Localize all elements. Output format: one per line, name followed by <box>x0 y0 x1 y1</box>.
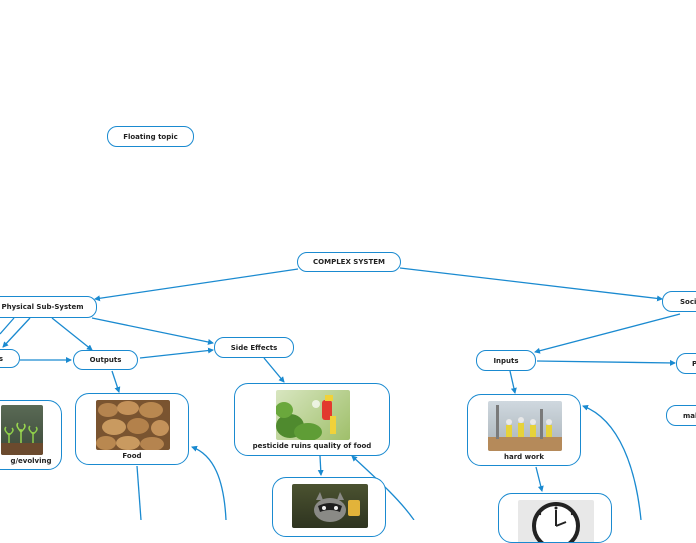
growing-card[interactable]: g/evolving <box>0 400 62 470</box>
root-topic-node[interactable]: COMPLEX SYSTEM <box>297 252 401 272</box>
inputs-label: Inputs <box>493 356 519 365</box>
right-p-partial-label: P <box>692 360 696 368</box>
link-physical-left2 <box>0 317 15 335</box>
hard-work-caption: hard work <box>504 453 544 461</box>
raccoon-card[interactable] <box>272 477 386 537</box>
food-card[interactable]: Food <box>75 393 189 465</box>
link-physical-sideeffects <box>91 317 214 345</box>
link-outputs-sideeffects <box>139 347 214 359</box>
outputs-label: Outputs <box>89 356 122 364</box>
link-physical-left <box>2 317 31 348</box>
pesticide-spray-image <box>276 390 350 440</box>
pesticide-card[interactable]: pesticide ruins quality of food <box>234 383 390 456</box>
root-topic-label: COMPLEX SYSTEM <box>313 258 385 266</box>
hard-work-card[interactable]: hard work <box>467 394 581 466</box>
left-partial-node[interactable]: s <box>0 349 20 368</box>
pesticide-caption: pesticide ruins quality of food <box>252 442 372 450</box>
social-subsystem-node[interactable]: Soci <box>662 291 696 312</box>
connection-layer <box>0 267 681 520</box>
physical-subsystem-node[interactable]: Physical Sub-System <box>0 296 97 318</box>
inputs-node[interactable]: Inputs <box>476 350 536 371</box>
outputs-node[interactable]: Outputs <box>73 350 138 370</box>
link-outputs-food <box>111 370 121 393</box>
food-caption: Food <box>122 452 142 460</box>
potatoes-image <box>96 400 170 450</box>
link-curve-hardwork <box>582 404 642 520</box>
link-pesticide-raccoon <box>317 455 324 476</box>
link-curve-pesticide <box>351 455 415 520</box>
physical-subsystem-label: Physical Sub-System <box>1 303 84 311</box>
link-root-physical <box>94 268 299 302</box>
clock-image <box>518 500 594 542</box>
social-subsystem-label: Soci <box>680 297 696 306</box>
side-effects-label: Side Effects <box>230 343 278 352</box>
link-physical-outputs <box>51 317 93 351</box>
link-food-down <box>136 465 142 520</box>
growing-caption: g/evolving <box>10 457 52 465</box>
link-social-inputs <box>534 313 681 354</box>
right-p-partial-node[interactable]: P <box>676 353 696 374</box>
link-sideeffects-pesticide <box>263 357 285 383</box>
left-partial-label: s <box>0 355 3 363</box>
link-curve-food <box>191 445 227 520</box>
seedlings-image <box>1 405 43 455</box>
side-effects-node[interactable]: Side Effects <box>214 337 294 358</box>
link-inputs-p <box>536 359 676 366</box>
right-mak-partial-label: mak <box>683 411 696 420</box>
raccoon-image <box>292 484 368 528</box>
floating-topic-node[interactable]: Floating topic <box>107 126 194 147</box>
clock-card[interactable] <box>498 493 612 543</box>
link-inputs-hardwork <box>509 370 517 394</box>
link-hardwork-clock <box>535 466 544 492</box>
floating-topic-label: Floating topic <box>123 132 178 141</box>
right-mak-partial-node[interactable]: mak <box>666 405 696 426</box>
link-root-social <box>399 267 663 302</box>
farm-workers-image <box>488 401 562 451</box>
